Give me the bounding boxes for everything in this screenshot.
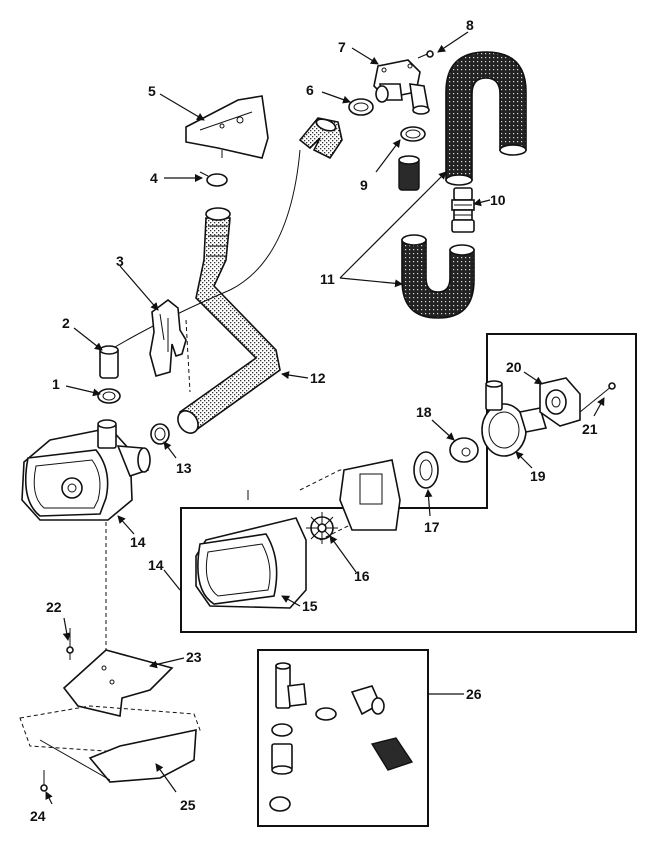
label-part-22: 22 <box>46 599 62 615</box>
part-number-labels: 1 2 3 4 5 6 7 8 9 10 11 12 13 14 14 15 1… <box>30 17 598 824</box>
cover-housing-dashed <box>299 459 401 541</box>
pump-cover-part-19 <box>481 380 548 457</box>
label-part-15: 15 <box>302 598 318 614</box>
exploded-view-box <box>180 333 637 633</box>
label-part-2: 2 <box>62 315 70 331</box>
label-part-20: 20 <box>506 359 522 375</box>
label-part-25: 25 <box>180 797 196 813</box>
bracket-part-5 <box>185 95 269 159</box>
label-part-14-exploded: 14 <box>148 557 164 573</box>
pump-housing-part-15 <box>195 517 307 609</box>
clamp-part-13 <box>150 423 170 445</box>
mounting-plate-part-23 <box>62 649 174 717</box>
label-part-18: 18 <box>416 404 432 420</box>
elbow-fitting-part-7 <box>373 59 430 115</box>
label-part-19: 19 <box>530 468 546 484</box>
label-part-6: 6 <box>306 82 314 98</box>
motor-flange-part-20 <box>539 377 581 427</box>
clamp-part-6 <box>348 98 374 116</box>
clamp-part-1 <box>97 388 121 404</box>
label-part-21: 21 <box>582 421 598 437</box>
label-part-7: 7 <box>338 39 346 55</box>
label-part-23: 23 <box>186 649 202 665</box>
washer-part-18 <box>449 437 479 463</box>
label-part-16: 16 <box>354 568 370 584</box>
label-part-26: 26 <box>466 686 482 702</box>
screw-part-8 <box>417 50 434 59</box>
label-part-12: 12 <box>310 370 326 386</box>
connector-part-10 <box>451 187 475 233</box>
upper-u-hose-part-11 <box>445 51 527 186</box>
drain-hose-part-12 <box>177 207 281 434</box>
label-part-10: 10 <box>490 192 506 208</box>
tube-part-2 <box>99 345 119 379</box>
leader-lines <box>45 31 605 805</box>
screw-part-24 <box>40 770 48 792</box>
guide-line-hose <box>109 149 301 351</box>
label-part-5: 5 <box>148 83 156 99</box>
label-part-8: 8 <box>466 17 474 33</box>
label-part-3: 3 <box>116 253 124 269</box>
label-part-9: 9 <box>360 177 368 193</box>
lower-u-hose-part-11 <box>401 234 475 319</box>
elbow-hose-near-part-6 <box>298 117 343 160</box>
screw-part-21 <box>579 382 616 413</box>
screw-part-22 <box>66 628 74 660</box>
short-hose-part-9 <box>398 155 420 191</box>
pump-assembly-part-14 <box>21 419 151 521</box>
clip-part-4 <box>199 171 228 187</box>
label-part-4: 4 <box>150 170 158 186</box>
label-part-1: 1 <box>52 376 60 392</box>
kit-contents-part-26 <box>269 662 414 812</box>
label-part-14-assembly: 14 <box>130 534 146 550</box>
clamp-part-9 <box>400 126 426 142</box>
label-part-13: 13 <box>176 460 192 476</box>
seal-part-17 <box>413 451 439 489</box>
label-part-17: 17 <box>424 519 440 535</box>
label-part-11: 11 <box>320 271 335 287</box>
label-part-24: 24 <box>30 808 46 824</box>
kit-box-part-26 <box>257 649 429 827</box>
bracket-part-3 <box>149 298 191 393</box>
base-pan-part-25 <box>19 705 201 783</box>
